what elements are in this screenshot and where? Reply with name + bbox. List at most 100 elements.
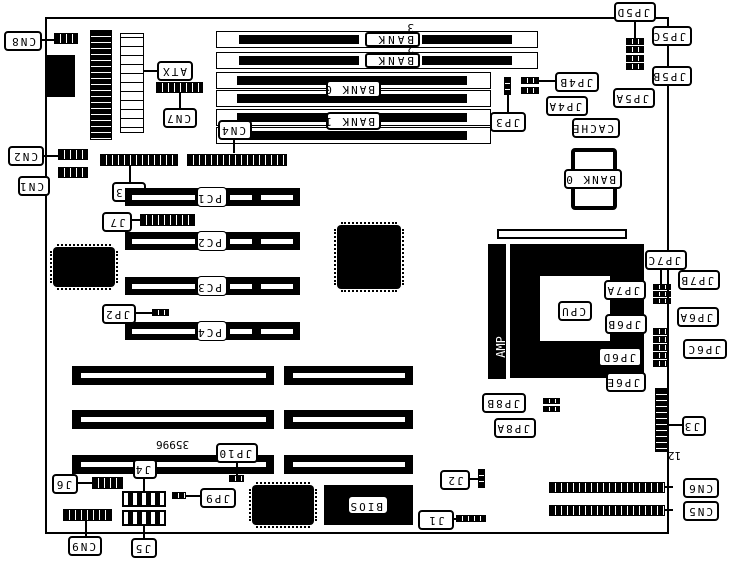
leader-line [660, 270, 662, 284]
jumper-jp8b[interactable] [543, 398, 560, 404]
leader-line [129, 166, 131, 182]
jumper-jp6d[interactable] [653, 352, 668, 359]
ps2-port [45, 55, 75, 97]
label-jp7a: JP7A [604, 280, 646, 300]
jumper-jp2[interactable] [152, 309, 169, 316]
isa-slot-3b[interactable] [284, 455, 413, 474]
connector-cn3[interactable] [100, 154, 178, 166]
label-pci-1: PC1 [196, 187, 227, 207]
label-cn4: CN4 [218, 120, 252, 140]
leader-line [507, 95, 509, 113]
label-jp2: JP2 [102, 304, 136, 324]
label-cn8: CN8 [4, 31, 42, 51]
label-jp4a: JP4A [546, 96, 588, 116]
jumper-jp10[interactable] [229, 475, 244, 482]
label-jp6a: JP6A [677, 307, 719, 327]
connector-j7[interactable] [140, 214, 195, 226]
label-jp5d: JP5D [614, 2, 656, 22]
jumper-jp7a[interactable] [653, 298, 671, 304]
label-j2: J2 [440, 470, 470, 490]
label-j6: J6 [52, 474, 78, 494]
connector-j4[interactable] [122, 491, 166, 507]
label-cn5: CN5 [683, 501, 719, 521]
label-cpu: CPU [558, 301, 592, 321]
isa-slot-1a[interactable] [72, 366, 274, 385]
leader-line [236, 463, 238, 475]
jumper-jp6b[interactable] [653, 336, 668, 343]
jumper-jp8a[interactable] [543, 406, 560, 412]
jumper-jp9[interactable] [172, 492, 186, 499]
label-jp3: JP3 [490, 112, 526, 132]
memory-bank-3[interactable]: BANK 3 [216, 21, 538, 48]
label-cache: CACHE [571, 118, 620, 138]
jumper-jp7b[interactable] [653, 291, 671, 297]
connector-cn6[interactable] [549, 482, 665, 493]
label-jp8a: JP8A [494, 418, 536, 438]
jumper-jp5c[interactable] [626, 46, 644, 53]
pci-slot-4[interactable]: PC4 [125, 321, 300, 341]
jumper-jp5d[interactable] [626, 38, 644, 45]
jumper-jp5b[interactable] [626, 55, 644, 62]
connector-cn5[interactable] [549, 505, 665, 516]
label-jp5b: JP5B [652, 66, 692, 86]
label-cn6: CN6 [683, 478, 719, 498]
jumper-jp4b[interactable] [521, 77, 539, 84]
leader-line [42, 39, 54, 41]
at-power-connector[interactable] [90, 30, 112, 140]
label-cache-bank-0: BANK 0 [564, 169, 622, 189]
label-j4: J4 [133, 459, 157, 479]
leader-line [143, 526, 145, 538]
label-j1: J1 [418, 510, 454, 530]
isa-slot-2b[interactable] [284, 410, 413, 429]
label-bios: BIOS [348, 496, 388, 514]
leader-line [143, 479, 145, 491]
label-jp10: JP10 [216, 443, 258, 463]
connector-cn2[interactable] [58, 149, 88, 160]
connector-j5[interactable] [122, 510, 166, 526]
jumper-jp7c[interactable] [653, 284, 671, 290]
motherboard-outline [45, 17, 669, 534]
label-jp6e: JP6E [606, 372, 646, 392]
label-pci-4: PC4 [196, 321, 227, 341]
label-j5: J5 [131, 538, 157, 558]
leader-line [470, 478, 478, 480]
leader-line [539, 80, 555, 82]
label-jp9: JP9 [200, 488, 236, 508]
isa-slot-1b[interactable] [284, 366, 413, 385]
leader-line [78, 482, 92, 484]
isa-slot-2a[interactable] [72, 410, 274, 429]
connector-cn7[interactable] [156, 82, 203, 93]
label-cn2: CN2 [8, 146, 44, 166]
jumper-jp6c[interactable] [653, 344, 668, 351]
label-atx: ATX [157, 61, 193, 81]
connector-cn1[interactable] [58, 167, 88, 178]
cpu-socket-lever [497, 229, 627, 239]
leader-line [186, 495, 200, 497]
connector-j6[interactable] [92, 477, 123, 489]
jumper-jp4a[interactable] [521, 87, 539, 94]
label-jp8b: JP8B [482, 393, 526, 413]
label-bank-1: BANK 1 [323, 112, 381, 130]
label-jp5c: JP5C [652, 26, 692, 46]
connector-j1[interactable] [456, 515, 486, 522]
label-jp4b: JP4B [555, 72, 599, 92]
connector-cn8[interactable] [54, 33, 78, 44]
pci-slot-3[interactable]: PC3 [125, 276, 300, 296]
jumper-j2[interactable] [478, 469, 485, 488]
jumper-jp6e[interactable] [653, 360, 668, 367]
memory-bank-2[interactable]: BANK 2 [216, 42, 538, 69]
pci-slot-2[interactable]: PC2 [125, 231, 300, 251]
jumper-jp6a[interactable] [653, 328, 668, 335]
atx-power-connector[interactable] [120, 33, 144, 133]
pci-slot-1[interactable]: PC1 [125, 187, 300, 207]
jumper-jp5a[interactable] [626, 63, 644, 70]
label-jp7c: JP7C [645, 250, 687, 270]
connector-j3[interactable] [655, 388, 668, 452]
leader-line [665, 486, 673, 488]
connector-cn4[interactable] [187, 154, 287, 166]
connector-cn9[interactable] [63, 509, 112, 521]
io-chip [249, 482, 317, 528]
jumper-jp3[interactable] [504, 77, 511, 95]
leader-line [668, 424, 682, 426]
label-cn9: CN9 [68, 536, 102, 556]
